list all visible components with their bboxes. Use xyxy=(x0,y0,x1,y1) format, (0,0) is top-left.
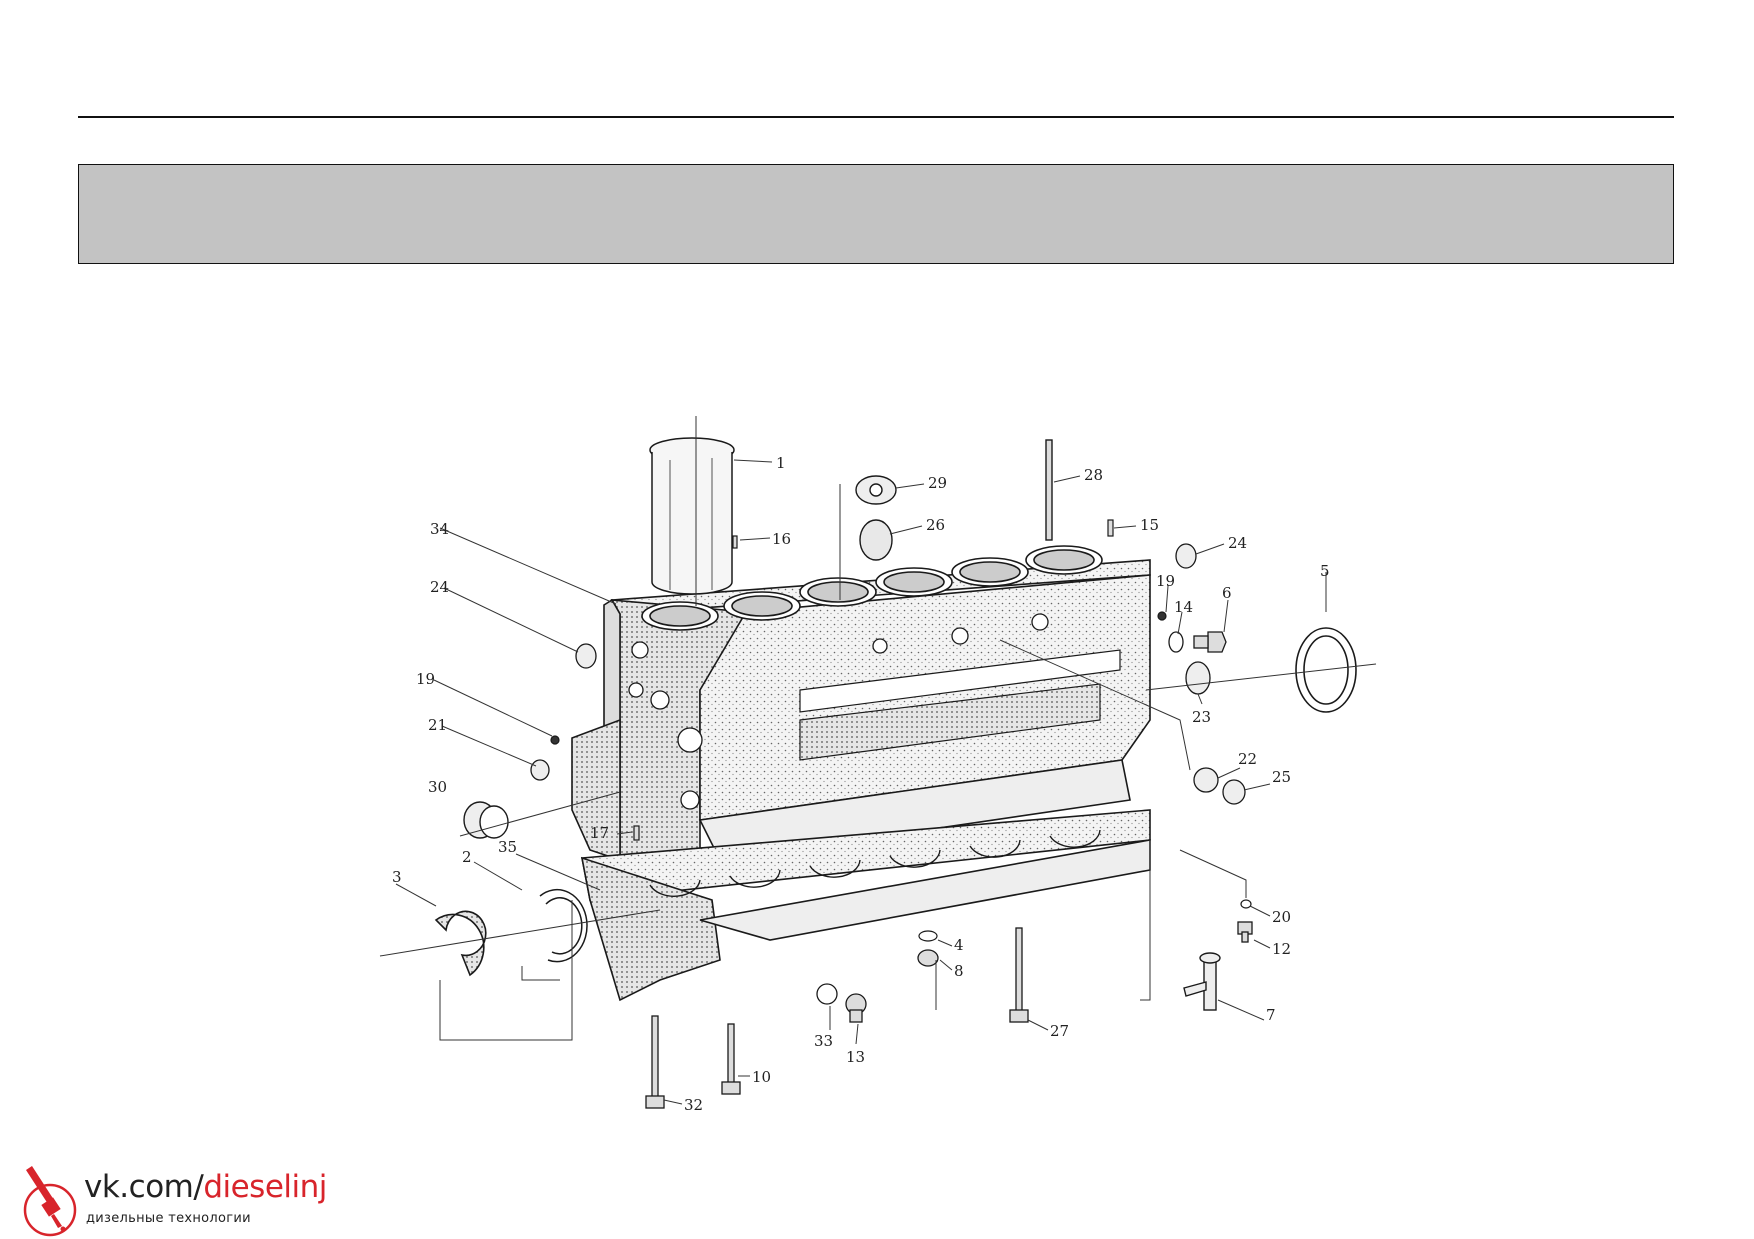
callout-29: 29 xyxy=(928,474,947,492)
top-rule xyxy=(78,116,1674,118)
callout-2: 2 xyxy=(462,848,472,866)
part-19-ball-left xyxy=(550,735,560,745)
header-band xyxy=(78,164,1674,264)
part-28-stud xyxy=(1045,439,1053,541)
callout-23: 23 xyxy=(1192,708,1211,726)
part-26-plug xyxy=(859,519,893,561)
watermark-tagline: дизельные технологии xyxy=(86,1211,251,1226)
callout-19-left: 19 xyxy=(416,670,435,688)
cylinder-bores xyxy=(641,545,1103,631)
callout-1: 1 xyxy=(776,454,786,472)
callout-8: 8 xyxy=(954,962,964,980)
callout-27: 27 xyxy=(1050,1022,1069,1040)
callout-34: 34 xyxy=(430,520,449,538)
part-33-washer xyxy=(816,983,838,1005)
watermark-site: vk.com/ xyxy=(84,1169,204,1205)
callout-30: 30 xyxy=(428,778,447,796)
callout-28: 28 xyxy=(1084,466,1103,484)
block-side-holes xyxy=(628,613,1049,810)
callout-4: 4 xyxy=(954,936,964,954)
part-19-ball-right xyxy=(1157,611,1167,621)
part-13-plug xyxy=(845,993,867,1023)
main-bearing-cap-frame xyxy=(580,809,1151,1002)
part-6-plug-bolt xyxy=(1193,631,1227,653)
callout-32: 32 xyxy=(684,1096,703,1114)
callout-14: 14 xyxy=(1174,598,1193,616)
part-30-bushing xyxy=(463,801,509,839)
callout-25: 25 xyxy=(1272,768,1291,786)
part-10-bolt xyxy=(721,1023,741,1095)
part-32-bolt xyxy=(645,1015,665,1109)
part-23-plug xyxy=(1185,661,1211,695)
callout-33: 33 xyxy=(814,1032,833,1050)
callout-19-right: 19 xyxy=(1156,572,1175,590)
part-29-water-outlet xyxy=(855,475,897,505)
part-1-cylinder-liner xyxy=(649,437,735,595)
part-20-washer xyxy=(1240,899,1252,909)
part-15-dowel xyxy=(1107,519,1114,537)
callout-24-right: 24 xyxy=(1228,534,1247,552)
callout-6: 6 xyxy=(1222,584,1232,602)
part-8-nut xyxy=(917,949,939,967)
callout-20: 20 xyxy=(1272,908,1291,926)
part-21-bushing xyxy=(530,759,550,781)
callout-17: 17 xyxy=(590,824,609,842)
watermark: vk.com/dieselinj дизельные технологии xyxy=(18,1166,327,1238)
callout-35: 35 xyxy=(498,838,517,856)
watermark-brand: dieselinj xyxy=(203,1169,327,1205)
callout-26: 26 xyxy=(926,516,945,534)
watermark-url: vk.com/dieselinj xyxy=(84,1169,327,1205)
callout-15: 15 xyxy=(1140,516,1159,534)
callout-22: 22 xyxy=(1238,750,1257,768)
callout-7: 7 xyxy=(1266,1006,1276,1024)
part-27-bolt xyxy=(1009,927,1029,1023)
callout-3: 3 xyxy=(392,868,402,886)
part-16-pin xyxy=(732,535,738,549)
callout-5: 5 xyxy=(1320,562,1330,580)
part-24-plug-left xyxy=(575,643,597,669)
callout-10: 10 xyxy=(752,1068,771,1086)
leader-lines xyxy=(379,416,1377,1105)
part-17-pin xyxy=(633,825,640,841)
injector-logo-icon xyxy=(23,1166,77,1237)
part-25-bushing xyxy=(1222,779,1246,805)
callout-16: 16 xyxy=(772,530,791,548)
part-5-rear-seal xyxy=(1295,627,1357,713)
part-3-bearing xyxy=(434,910,487,977)
callout-numbers: 1 16 29 26 28 15 24 34 24 19 14 6 5 19 2… xyxy=(392,454,1330,1114)
part-24-plug-right xyxy=(1175,543,1197,569)
bearing-saddles xyxy=(649,829,1101,897)
part-14-washer xyxy=(1168,631,1184,653)
callout-24-left: 24 xyxy=(430,578,449,596)
block-windows xyxy=(799,649,1121,761)
callout-13: 13 xyxy=(846,1048,865,1066)
part-12-bolt xyxy=(1237,921,1253,943)
part-4-washer xyxy=(918,930,938,942)
part-22-bushing xyxy=(1193,767,1219,793)
callout-21: 21 xyxy=(428,716,447,734)
callout-12: 12 xyxy=(1272,940,1291,958)
part-7-shaft xyxy=(1183,952,1221,1011)
part-2-thrust-washer xyxy=(539,888,588,963)
